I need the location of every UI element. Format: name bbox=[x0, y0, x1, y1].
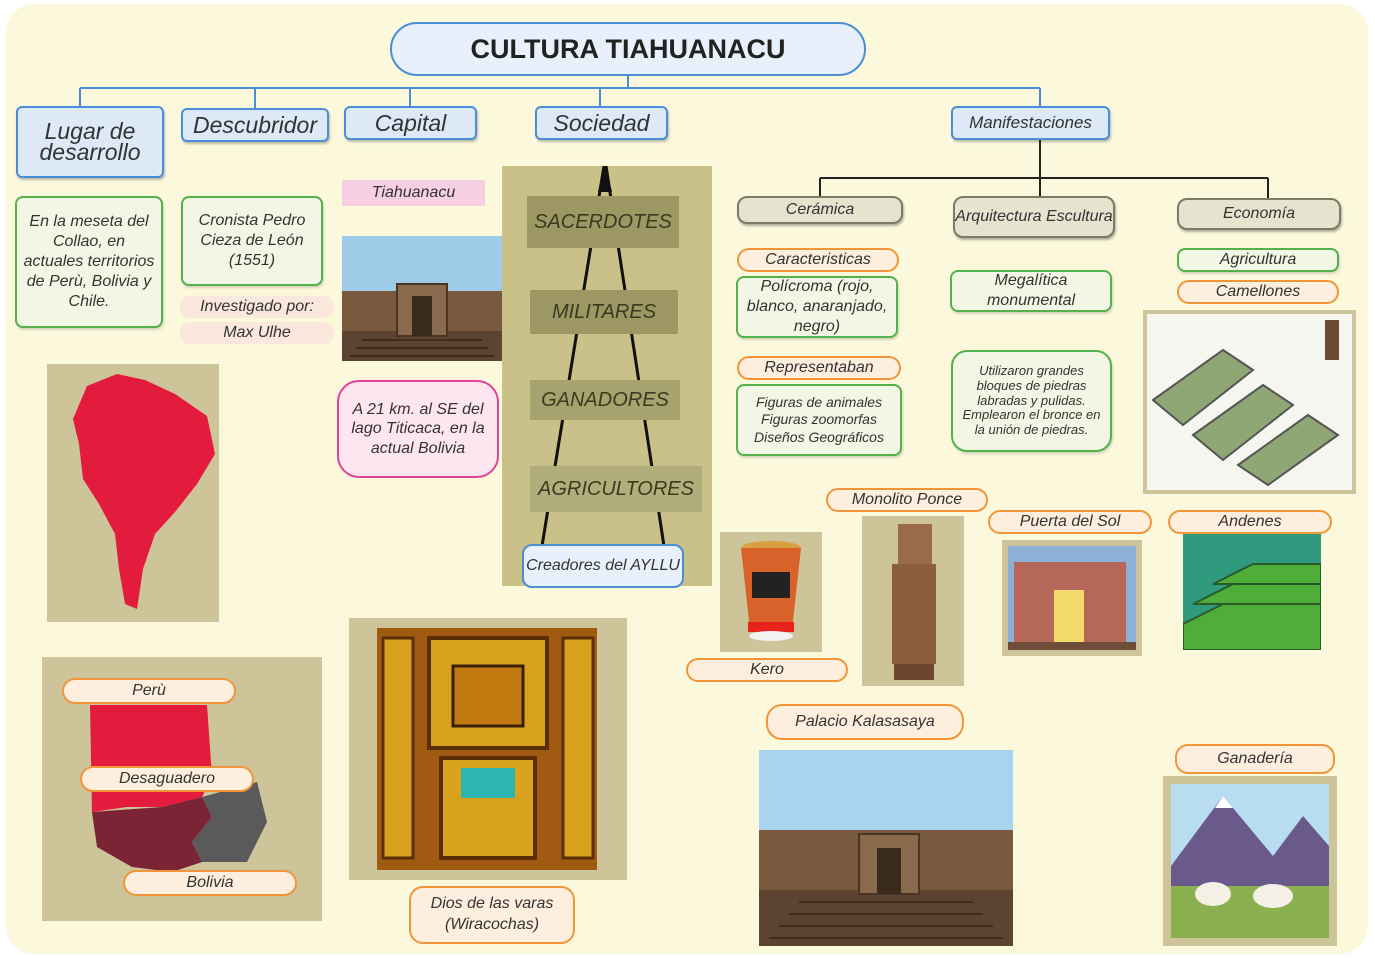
cronista-text: Cronista Pedro Cieza de León (1551) bbox=[181, 196, 323, 286]
tier-sacerdotes: SACERDOTES bbox=[527, 196, 679, 248]
ceramica-representaban-label: Representaban bbox=[737, 356, 901, 380]
investigado-name: Max Ulhe bbox=[180, 322, 334, 344]
category-capital: Capital bbox=[344, 106, 477, 140]
puerta-label: Puerta del Sol bbox=[988, 510, 1152, 534]
category-descubridor: Descubridor bbox=[181, 108, 329, 142]
category-sociedad: Sociedad bbox=[535, 106, 668, 140]
capital-photo bbox=[342, 236, 502, 361]
lugar-text: En la meseta del Collao, en actuales ter… bbox=[15, 196, 163, 328]
monolito-label: Monolito Ponce bbox=[826, 488, 988, 512]
label-bolivia: Bolivia bbox=[123, 870, 297, 896]
tier-militares: MILITARES bbox=[530, 290, 678, 334]
puerta-image bbox=[1002, 540, 1142, 656]
label-desaguadero: Desaguadero bbox=[80, 766, 254, 792]
dios-image bbox=[349, 618, 627, 880]
ceramica-title: Cerámica bbox=[737, 196, 903, 224]
ganaderia-image bbox=[1163, 776, 1337, 946]
ceramica-representaban: Figuras de animales Figuras zoomorfas Di… bbox=[736, 384, 902, 456]
palacio-label: Palacio Kalasasaya bbox=[766, 704, 964, 740]
ceramica-caracteristicas: Polícroma (rojo, blanco, anaranjado, neg… bbox=[736, 276, 898, 338]
south-america-map bbox=[47, 364, 219, 622]
category-manifestaciones: Manifestaciones bbox=[951, 106, 1110, 140]
tier-agricultores: AGRICULTORES bbox=[530, 466, 702, 512]
category-lugar: Lugar de desarrollo bbox=[16, 106, 164, 178]
andenes-image bbox=[1183, 534, 1321, 650]
main-title: CULTURA TIAHUANACU bbox=[390, 22, 866, 76]
camellones-image bbox=[1143, 310, 1356, 494]
dios-label: Dios de las varas (Wiracochas) bbox=[409, 886, 575, 944]
sociedad-base: Creadores del AYLLU bbox=[522, 544, 684, 588]
arquitectura-title: Arquitectura Escultura bbox=[953, 196, 1115, 238]
capital-name: Tiahuanacu bbox=[342, 180, 485, 206]
palacio-image bbox=[759, 750, 1013, 946]
tier-ganadores: GANADORES bbox=[530, 380, 680, 420]
ceramica-caracteristicas-label: Caracteristicas bbox=[737, 248, 899, 272]
capital-location: A 21 km. al SE del lago Titicaca, en la … bbox=[337, 380, 499, 478]
andenes-label: Andenes bbox=[1168, 510, 1332, 534]
economia-agricultura: Agricultura bbox=[1177, 248, 1339, 272]
ganaderia-label: Ganadería bbox=[1175, 744, 1335, 774]
arquitectura-megalitica: Megalítica monumental bbox=[950, 270, 1112, 312]
kero-label: Kero bbox=[686, 658, 848, 682]
arquitectura-detalle: Utilizaron grandes bloques de piedras la… bbox=[951, 350, 1112, 452]
label-peru: Perù bbox=[62, 678, 236, 704]
investigado-label: Investigado por: bbox=[180, 296, 334, 318]
monolito-image bbox=[862, 516, 964, 686]
kero-image bbox=[720, 532, 822, 652]
economia-title: Economía bbox=[1177, 198, 1341, 230]
economia-camellones: Camellones bbox=[1177, 280, 1339, 304]
